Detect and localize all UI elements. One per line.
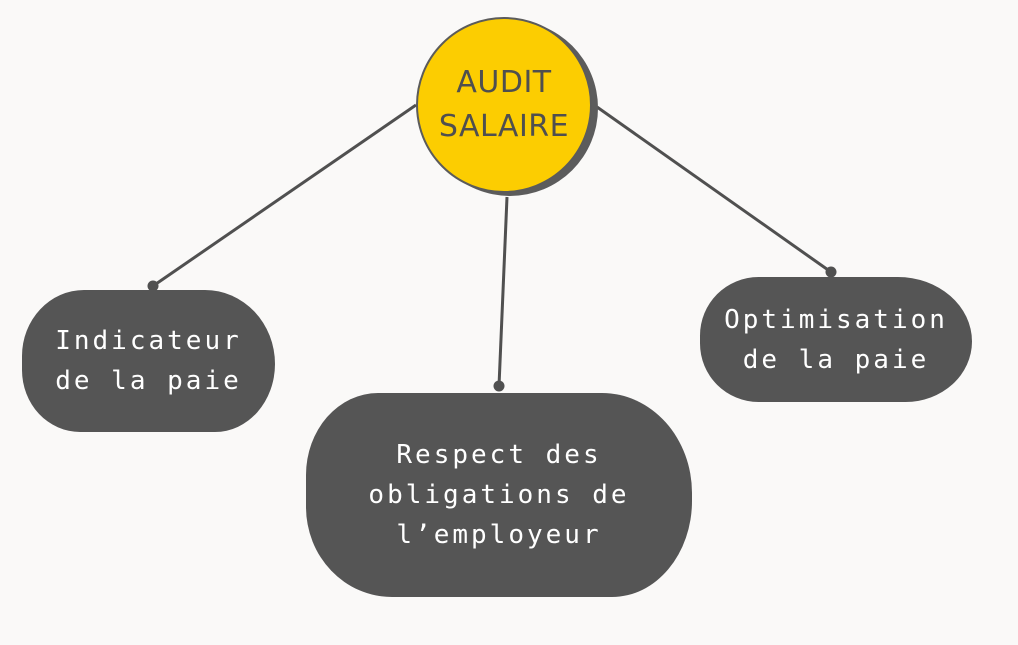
center-label-line2: SALAIRE <box>438 109 570 144</box>
node-label-respect: Respect des obligations de l’employeur <box>368 440 630 550</box>
center-label: AUDIT SALAIRE <box>439 61 569 149</box>
node-label-optimisation: Optimisation de la paie <box>724 304 948 375</box>
connector-bottom-dot <box>493 380 505 392</box>
connector-right-dot <box>825 266 837 278</box>
connector-left-dot <box>147 280 159 292</box>
center-label-line1: AUDIT <box>456 65 552 100</box>
connector-left <box>152 103 417 288</box>
center-node-audit-salaire: AUDIT SALAIRE <box>416 17 592 193</box>
node-respect-des-obligations: Respect des obligations de l’employeur <box>306 393 692 597</box>
node-optimisation-de-la-paie: Optimisation de la paie <box>700 277 972 402</box>
node-label-indicateur: Indicateur de la paie <box>55 326 242 396</box>
node-indicateur-de-la-paie: Indicateur de la paie <box>22 290 275 432</box>
connector-right <box>596 105 832 274</box>
connector-bottom <box>497 196 509 387</box>
